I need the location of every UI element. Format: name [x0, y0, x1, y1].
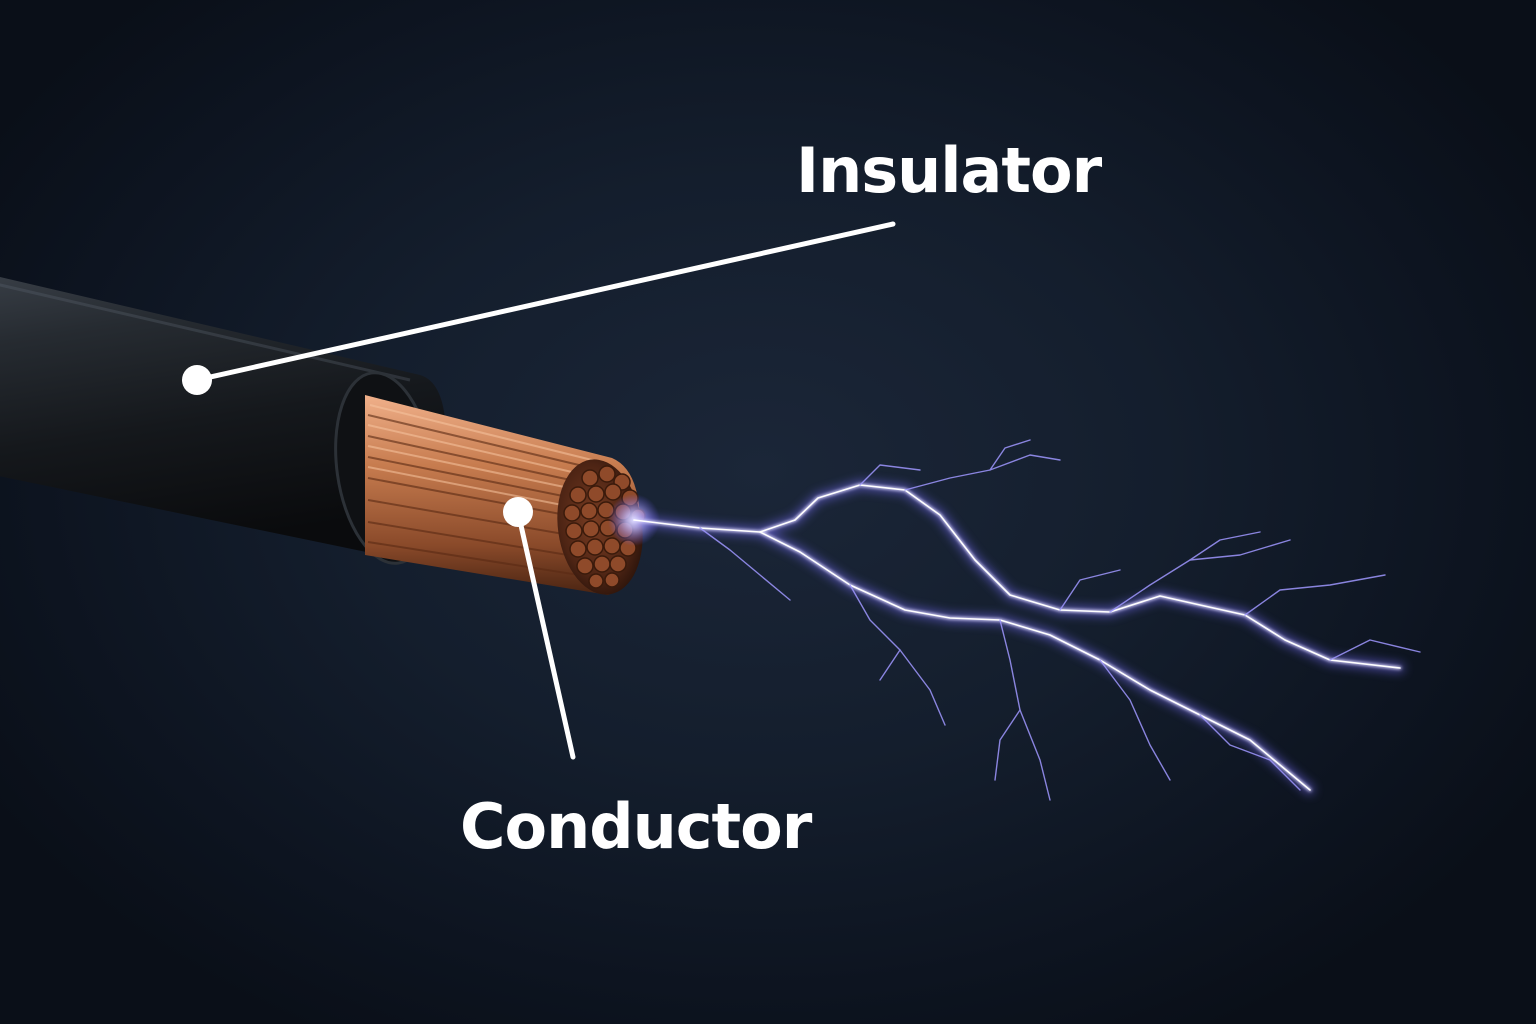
insulator-label: Insulator — [796, 134, 1102, 207]
electric-arc — [608, 439, 1421, 801]
insulator-marker-dot — [182, 365, 212, 395]
conductor-leader — [503, 497, 576, 760]
conductor-label: Conductor — [460, 790, 812, 863]
conductor-marker-dot — [503, 497, 533, 527]
copper-conductor — [365, 395, 646, 595]
insulator-leader — [182, 221, 896, 395]
